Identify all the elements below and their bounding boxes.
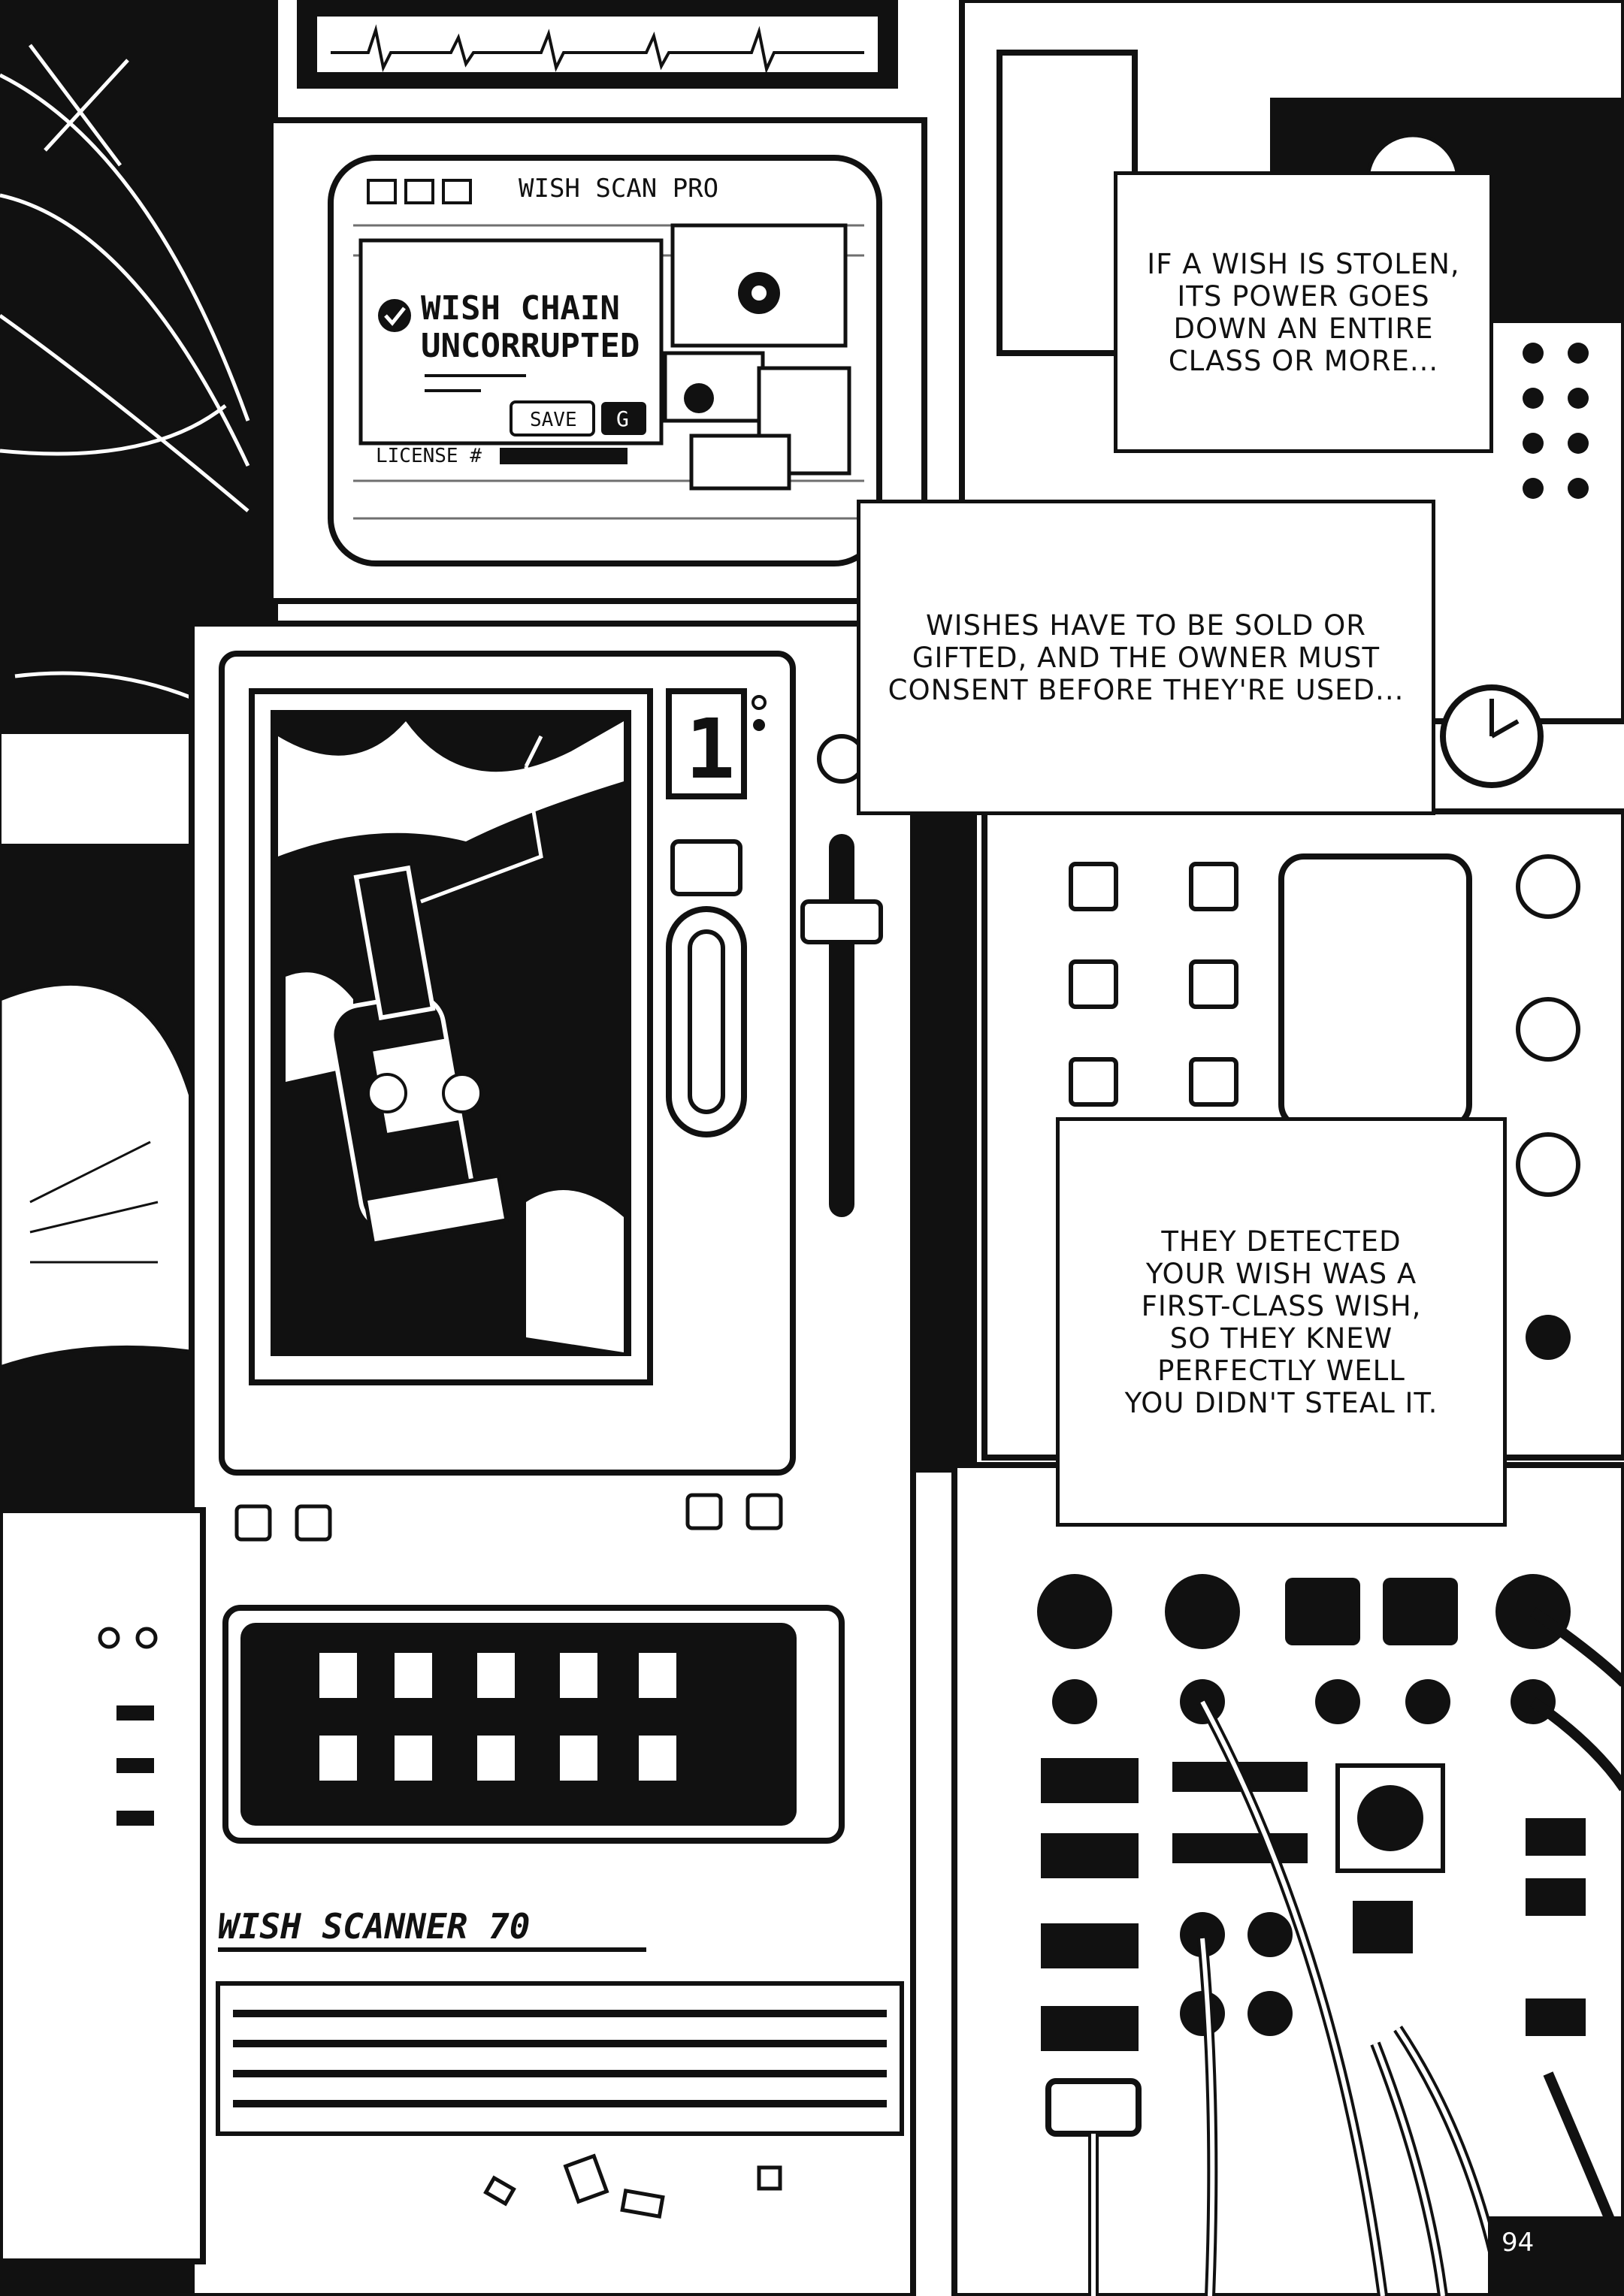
vent-grille [216, 1981, 904, 2136]
g-button[interactable] [601, 402, 646, 435]
minimize-icon [404, 179, 434, 204]
status-line2: UNCORRUPTED [421, 327, 640, 365]
save-button-label: SAVE [530, 409, 577, 431]
caption-stolen-wish: IF A WISH IS STOLEN, ITS POWER GOES DOWN… [1114, 171, 1493, 453]
number-display-value: 1 [685, 701, 735, 797]
slider-track [829, 834, 854, 1217]
key-buttons [1069, 862, 1238, 1107]
caption-first-class: THEY DETECTED YOUR WISH WAS A FIRST-CLAS… [1056, 1117, 1507, 1527]
wish-bottle [329, 865, 509, 1246]
hose-coil [0, 981, 198, 1370]
license-label: LICENSE # [376, 445, 482, 467]
page-number: 94 [1502, 2228, 1535, 2258]
save-button[interactable] [510, 400, 595, 437]
cables-left [0, 44, 250, 724]
number-display [666, 688, 747, 799]
status-line1: WISH CHAIN [421, 289, 620, 328]
pixel-figures [319, 1653, 676, 1781]
maximize-icon [442, 179, 472, 204]
caption-stolen-wish-text: IF A WISH IS STOLEN, ITS POWER GOES DOWN… [1147, 247, 1460, 377]
toggle-switch[interactable] [670, 839, 742, 896]
slider-handle[interactable] [800, 899, 883, 944]
caption-sold-or-gifted-text: WISHES HAVE TO BE SOLD OR GIFTED, AND TH… [888, 609, 1405, 706]
caption-sold-or-gifted: WISHES HAVE TO BE SOLD OR GIFTED, AND TH… [857, 500, 1435, 815]
brand-label: WISH SCANNER 70 [218, 1906, 530, 1947]
g-button-label: G [616, 406, 629, 431]
caption-first-class-text: THEY DETECTED YOUR WISH WAS A FIRST-CLAS… [1124, 1225, 1438, 1419]
app-title: WISH SCAN PRO [519, 174, 718, 204]
check-icon [378, 299, 411, 332]
close-icon [367, 179, 397, 204]
